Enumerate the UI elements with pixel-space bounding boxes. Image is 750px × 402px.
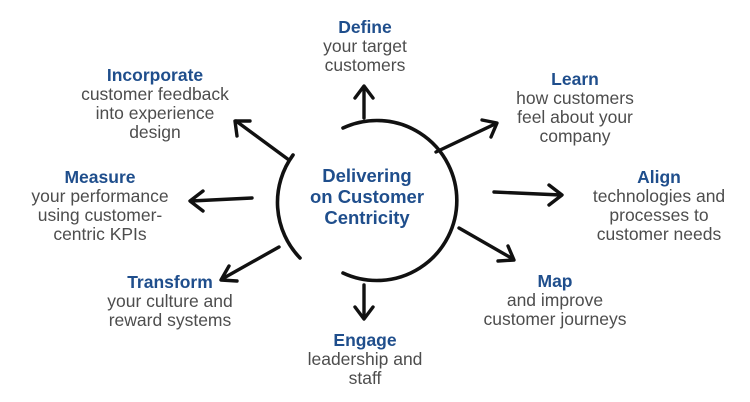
step-transform-title: Transform bbox=[127, 272, 213, 292]
step-incorporate-title: Incorporate bbox=[106, 65, 204, 85]
step-map-title: Map bbox=[537, 271, 573, 291]
arrow-engage bbox=[353, 283, 375, 321]
step-learn-text: how customers feel about your company bbox=[516, 88, 634, 146]
step-measure-title: Measure bbox=[64, 167, 136, 187]
step-engage-text: leadership and staff bbox=[307, 349, 423, 388]
step-define-title: Define bbox=[338, 17, 392, 37]
arrow-align bbox=[492, 183, 564, 207]
step-incorporate-text: customer feedback into experience design bbox=[81, 84, 229, 142]
step-engage: Engage leadership and staff bbox=[295, 331, 435, 388]
step-align-text: technologies and processes to customer n… bbox=[592, 186, 726, 244]
step-measure-text: your performance using customer- centric… bbox=[31, 186, 169, 244]
arrow-map bbox=[457, 226, 516, 263]
step-engage-title: Engage bbox=[333, 330, 397, 350]
step-incorporate: Incorporate customer feedback into exper… bbox=[70, 66, 240, 142]
step-transform: Transform your culture and reward system… bbox=[90, 273, 250, 330]
step-map-text: and improve customer journeys bbox=[483, 290, 627, 329]
step-learn-title: Learn bbox=[551, 69, 599, 89]
step-align: Align technologies and processes to cust… bbox=[575, 168, 743, 244]
step-measure: Measure your performance using customer-… bbox=[15, 168, 185, 244]
arrow-transform bbox=[219, 245, 281, 283]
step-define-text: your target customers bbox=[323, 36, 407, 75]
arrow-learn bbox=[434, 118, 499, 154]
arrow-incorporate bbox=[233, 119, 291, 162]
step-map: Map and improve customer journeys bbox=[470, 272, 640, 329]
step-transform-text: your culture and reward systems bbox=[107, 291, 233, 330]
center-ring-arc-left bbox=[275, 153, 302, 260]
center-ring-arc-right bbox=[341, 118, 459, 283]
step-learn: Learn how customers feel about your comp… bbox=[500, 70, 650, 146]
arrow-measure bbox=[188, 189, 254, 213]
step-define: Define your target customers bbox=[285, 18, 445, 75]
arrow-define bbox=[353, 84, 375, 120]
center-label: Delivering on Customer Centricity bbox=[309, 165, 425, 228]
step-align-title: Align bbox=[637, 167, 681, 187]
